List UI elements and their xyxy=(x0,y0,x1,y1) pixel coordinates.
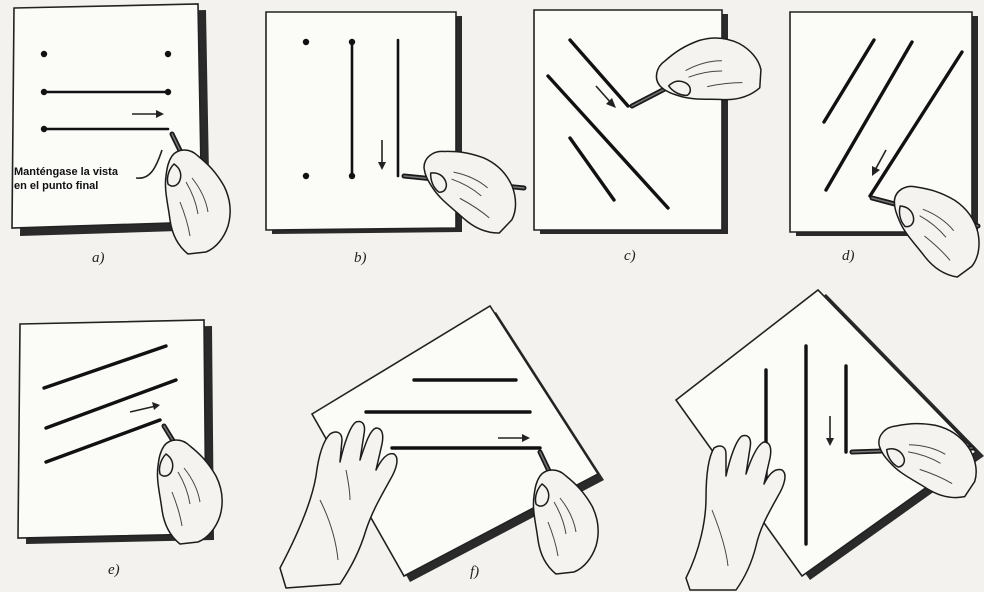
panel-f: f) xyxy=(280,306,604,588)
start-dot-2 xyxy=(41,89,47,95)
panel-label-c: c) xyxy=(624,248,636,264)
panel-label-a: a) xyxy=(92,250,105,266)
panel-b: b) xyxy=(266,12,532,266)
hand-a xyxy=(165,150,230,254)
panel-label-e: e) xyxy=(108,562,120,578)
panel-g xyxy=(676,290,984,590)
start-dot-3 xyxy=(41,126,47,132)
panel-a: Manténgase la vista en el punto final a) xyxy=(12,4,230,266)
annotation-line-2: en el punto final xyxy=(14,180,98,192)
panel-label-f: f) xyxy=(470,564,479,580)
end-dot-1 xyxy=(165,51,171,57)
panel-c: c) xyxy=(534,10,767,264)
start-dot-1 xyxy=(41,51,47,57)
paper-sheet-b xyxy=(266,12,456,230)
annotation-line-1: Manténgase la vista xyxy=(14,166,119,178)
panel-d: d) xyxy=(790,12,984,288)
panel-label-b: b) xyxy=(354,250,367,266)
top-dot-1 xyxy=(303,39,309,45)
end-dot-2 xyxy=(165,89,171,95)
bottom-dot-1 xyxy=(303,173,309,179)
panel-e: e) xyxy=(18,320,222,578)
panel-label-d: d) xyxy=(842,248,855,264)
